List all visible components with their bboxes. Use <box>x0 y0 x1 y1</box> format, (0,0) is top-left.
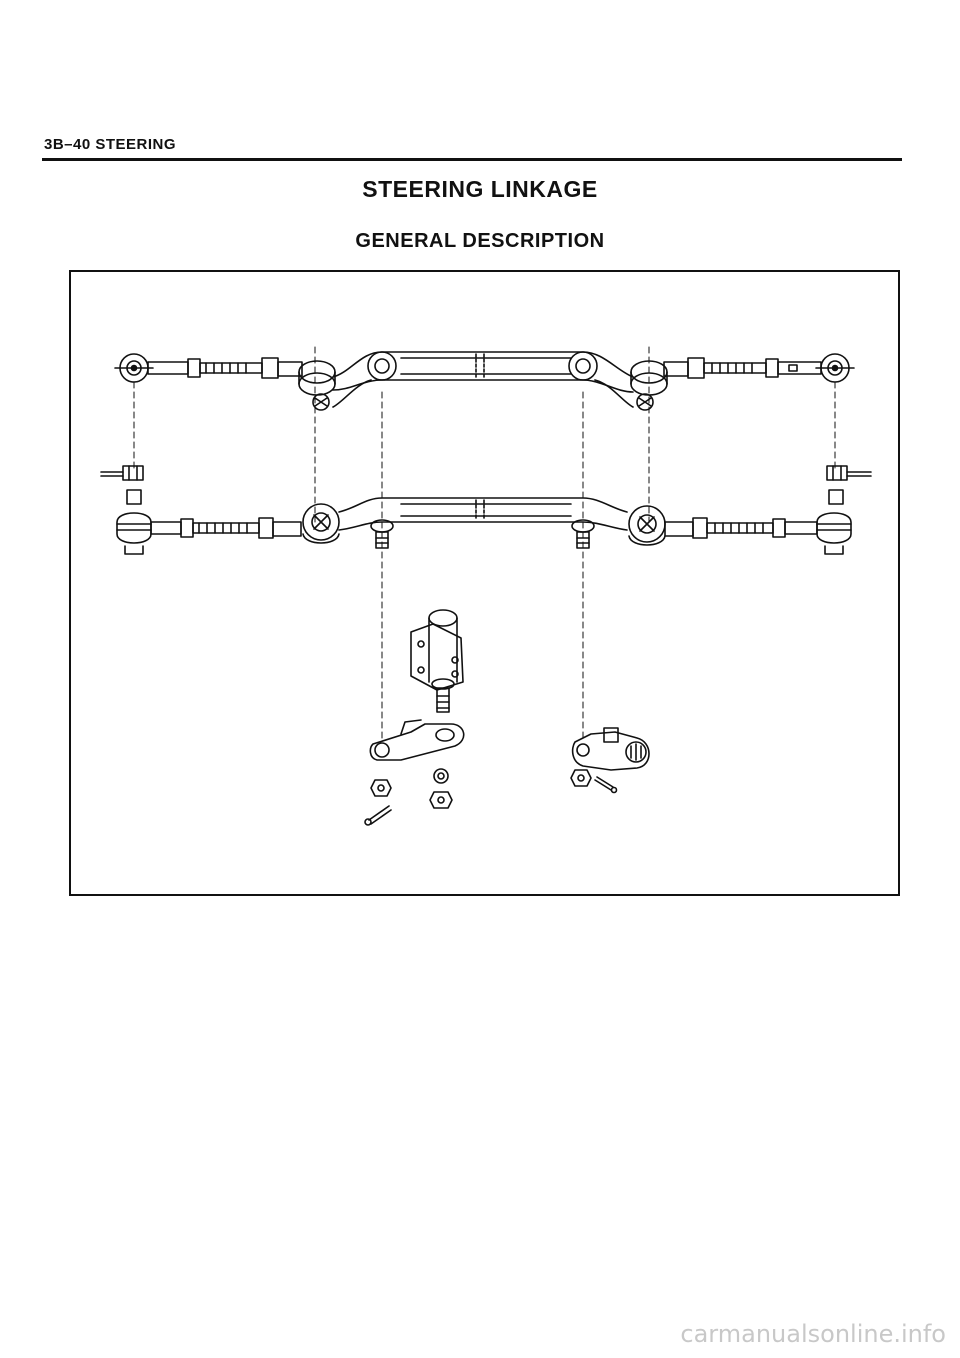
alignment-lines <box>133 346 836 743</box>
left-castle-nut-and-pin <box>100 465 144 505</box>
section-title: GENERAL DESCRIPTION <box>355 230 605 252</box>
page-title: STEERING LINKAGE <box>362 176 598 202</box>
lower-tie-rod-assembly <box>116 497 852 555</box>
lower-left-tie-rod-end <box>116 512 152 555</box>
lower-left-adjusting-tube <box>150 517 302 539</box>
lower-right-adjusting-tube <box>664 517 818 539</box>
steering-linkage-diagram <box>100 346 872 826</box>
upper-right-tie-rod-end <box>815 353 855 383</box>
lower-right-tie-rod-end <box>816 512 852 555</box>
section-header: 3B–40 STEERING <box>44 136 177 153</box>
upper-left-adjusting-tube <box>147 357 303 379</box>
lower-right-socket <box>628 505 666 546</box>
right-castle-nut-and-pin <box>826 465 872 505</box>
upper-tie-rod-assembly <box>114 351 855 411</box>
lower-center-link <box>338 497 628 549</box>
idler-arm-hardware <box>364 768 453 826</box>
lower-left-socket <box>302 503 340 544</box>
pitman-arm-hardware <box>570 769 618 794</box>
idler-arm-bracket <box>410 609 464 713</box>
pitman-arm <box>571 727 650 771</box>
idler-arm <box>369 719 465 761</box>
upper-right-idler-socket <box>630 360 668 411</box>
figure-frame <box>69 270 900 896</box>
upper-left-idler-socket <box>298 360 336 411</box>
watermark: carmanualsonline.info <box>680 1320 946 1348</box>
page-header: 3B–40 STEERING <box>42 136 902 161</box>
upper-right-adjusting-tube <box>663 357 822 379</box>
upper-center-link <box>332 351 634 408</box>
